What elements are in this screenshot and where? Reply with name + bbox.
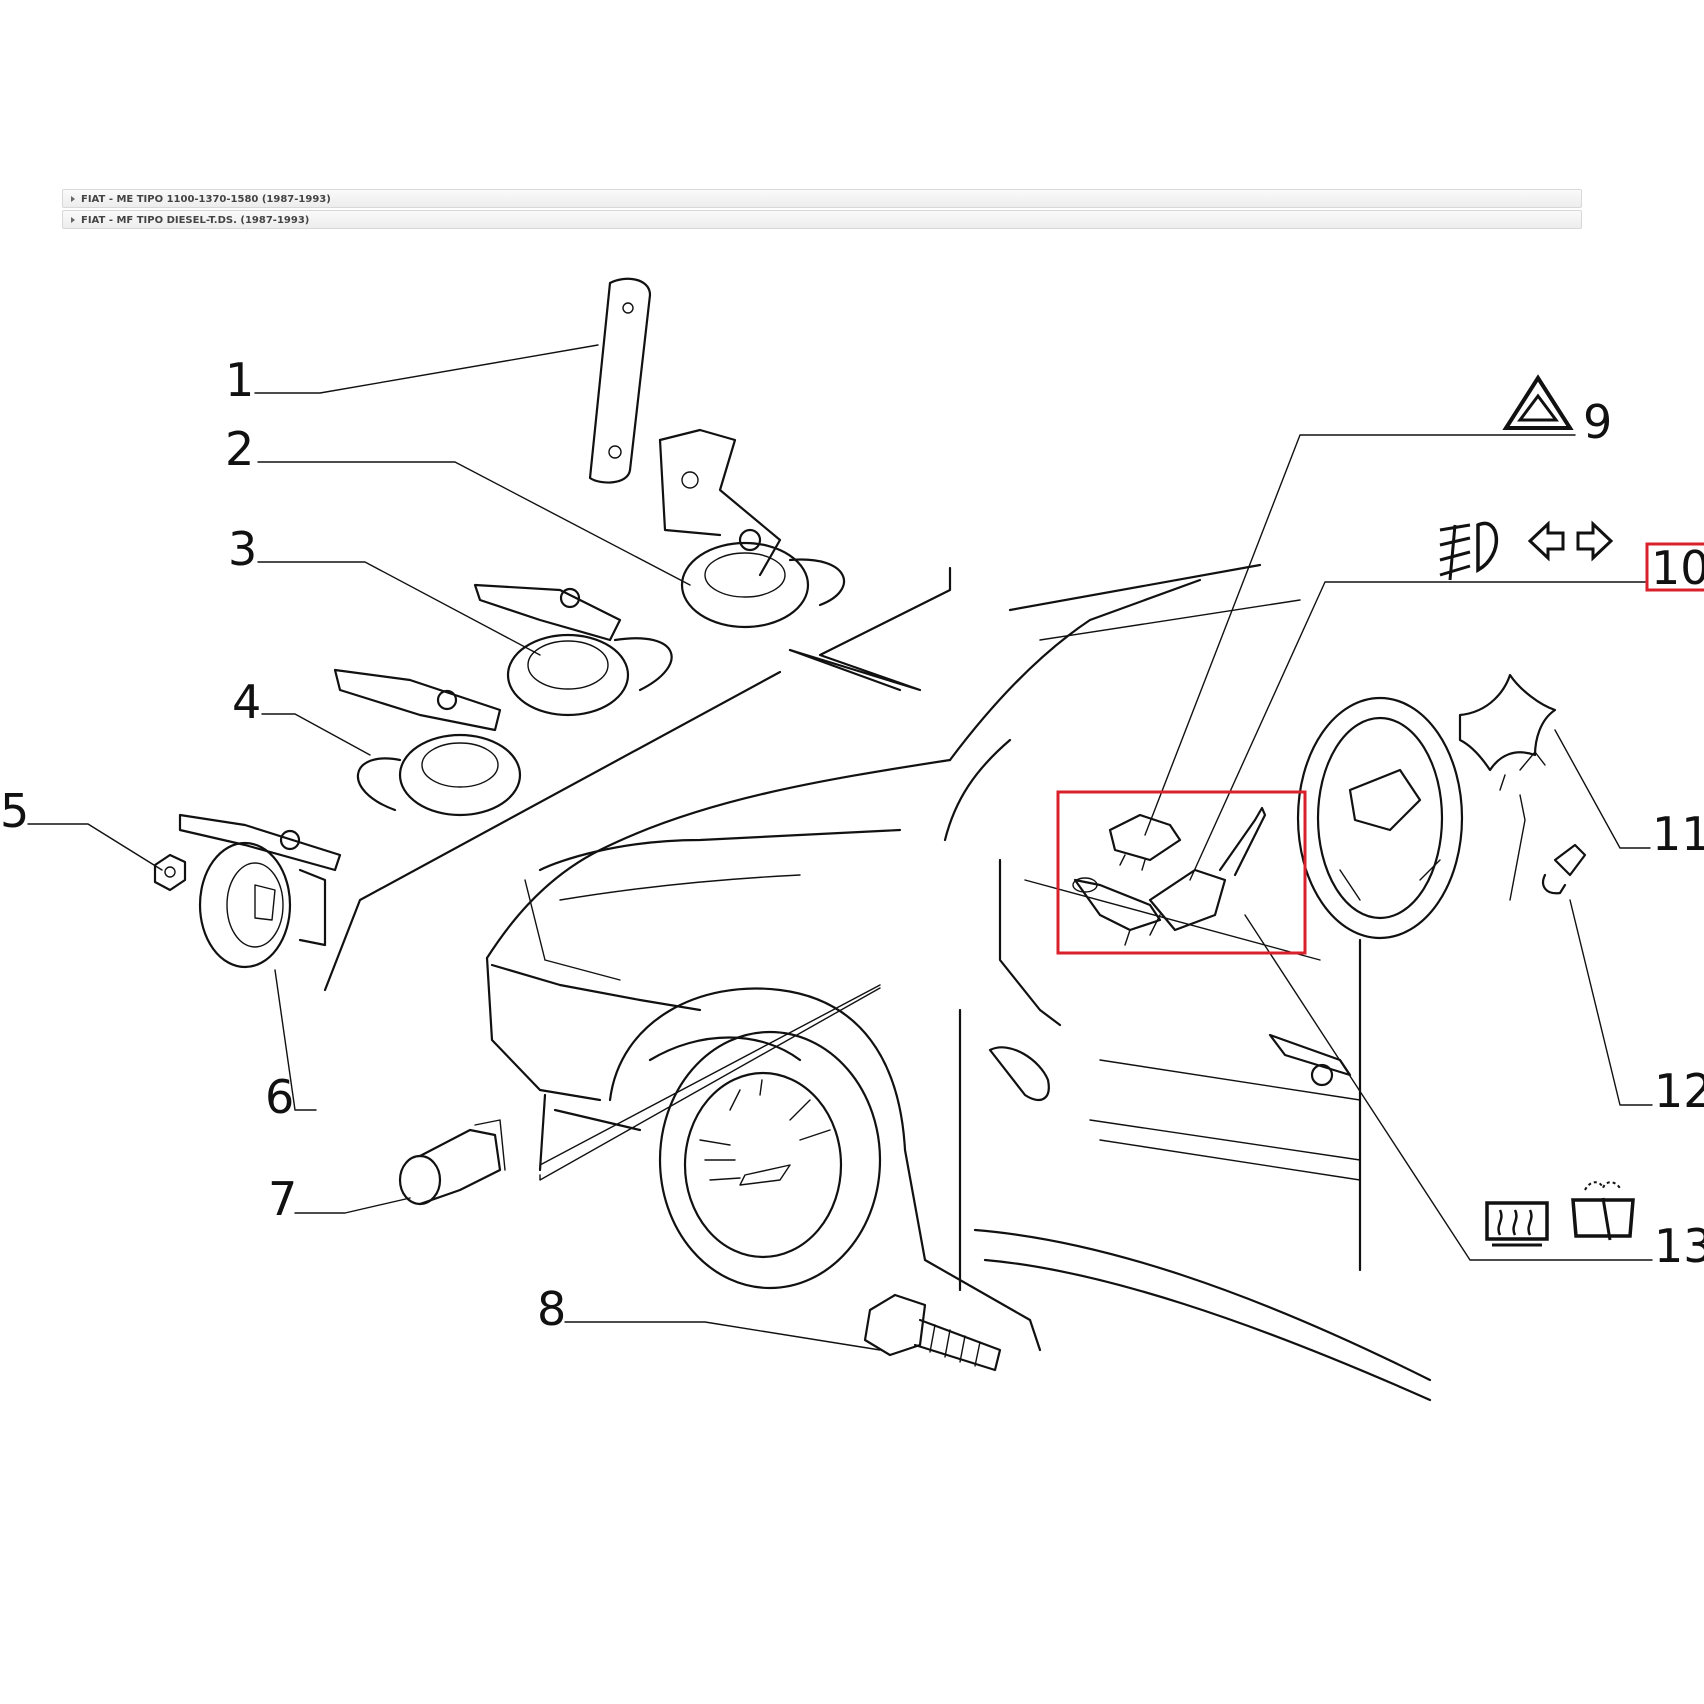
breadcrumb-model-mf-tipo-diesel[interactable]: FIAT - MF TIPO DIESEL-T.DS. (1987-1993) bbox=[62, 210, 1582, 229]
part-1-bracket bbox=[588, 277, 652, 484]
callout-8[interactable]: 8 bbox=[537, 1282, 566, 1336]
breadcrumb-model-me-tipo[interactable]: FIAT - ME TIPO 1100-1370-1580 (1987-1993… bbox=[62, 189, 1582, 208]
caret-right-icon bbox=[71, 217, 75, 223]
callout-3[interactable]: 3 bbox=[228, 522, 257, 576]
part-6-horn bbox=[178, 813, 342, 969]
callout-9[interactable]: 9 bbox=[1583, 395, 1612, 449]
part-7-connector bbox=[398, 1119, 506, 1206]
part-9-10-switches bbox=[1072, 806, 1267, 946]
callout-7[interactable]: 7 bbox=[268, 1172, 297, 1226]
callout-6[interactable]: 6 bbox=[265, 1070, 294, 1124]
breadcrumb-label: FIAT - ME TIPO 1100-1370-1580 (1987-1993… bbox=[81, 194, 331, 205]
callout-12[interactable]: 12 bbox=[1654, 1064, 1704, 1118]
callout-1[interactable]: 1 bbox=[225, 353, 254, 407]
part-8-bolt bbox=[863, 1293, 1002, 1372]
part-4-horn bbox=[333, 668, 522, 817]
callout-5[interactable]: 5 bbox=[0, 784, 29, 838]
callout-4[interactable]: 4 bbox=[232, 675, 261, 729]
rear-defrost-icon bbox=[1485, 1201, 1549, 1247]
callout-2[interactable]: 2 bbox=[225, 422, 254, 476]
callout-13[interactable]: 13 bbox=[1654, 1219, 1704, 1273]
leader-lines bbox=[27, 344, 1653, 1351]
highlight-box-callout-10 bbox=[1645, 542, 1704, 592]
caret-right-icon bbox=[71, 196, 75, 202]
rear-wiper-washer-icon bbox=[1571, 1181, 1635, 1241]
highlight-box-switches bbox=[1056, 790, 1307, 955]
hazard-triangle-icon bbox=[1502, 374, 1574, 430]
fog-light-icon bbox=[1439, 521, 1499, 581]
turn-signal-arrows-icon bbox=[1527, 520, 1614, 562]
part-5-nut bbox=[153, 853, 187, 892]
part-12-screw bbox=[1509, 794, 1587, 901]
part-3-horn bbox=[473, 583, 673, 717]
breadcrumb-label: FIAT - MF TIPO DIESEL-T.DS. (1987-1993) bbox=[81, 215, 310, 226]
part-2-horn bbox=[658, 428, 846, 629]
callout-10[interactable]: 10 bbox=[1651, 541, 1704, 595]
car-body-drawing bbox=[323, 563, 1464, 1402]
callout-11[interactable]: 11 bbox=[1652, 807, 1704, 861]
part-11-steering-pad bbox=[1458, 673, 1557, 791]
